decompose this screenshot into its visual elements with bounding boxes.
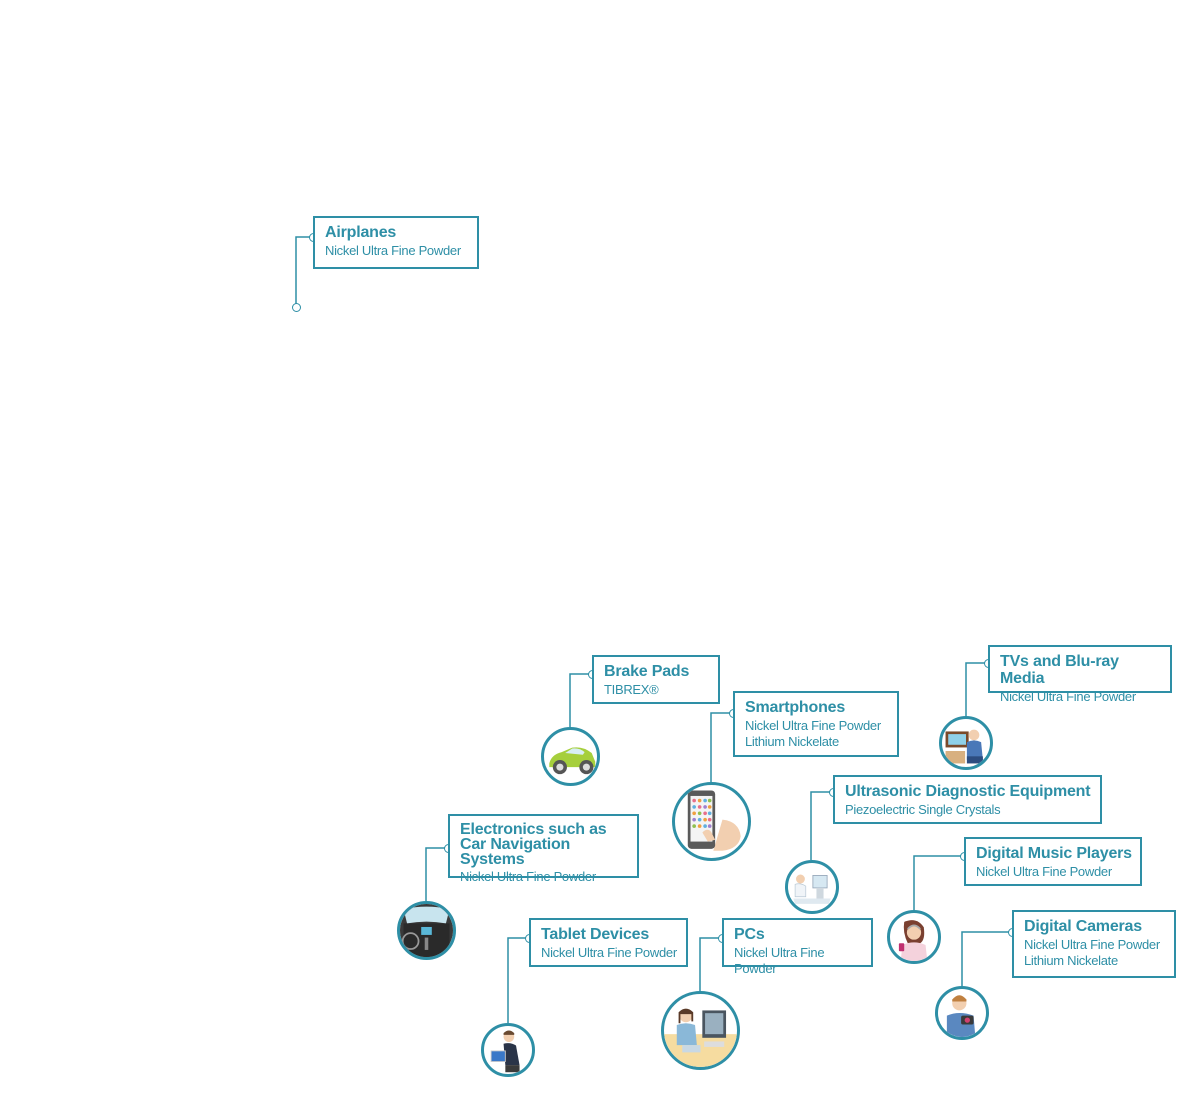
- airplanes-endpoint-dot: [292, 303, 301, 312]
- tablets-title: Tablet Devices: [541, 926, 650, 943]
- tv-viewer-icon: [939, 716, 993, 770]
- tablets-product-1: Nickel Ultra Fine Powder: [541, 945, 677, 960]
- ultrasound-icon: [785, 860, 839, 914]
- pc-user-icon: [661, 991, 740, 1070]
- pcs-product-1: Nickel Ultra Fine Powder: [734, 945, 825, 976]
- smartphones-label: Smartphones Nickel Ultra Fine Powder Lit…: [733, 691, 899, 757]
- tablet-user-icon: [481, 1023, 535, 1077]
- music-players-label: Digital Music Players Nickel Ultra Fine …: [964, 837, 1142, 886]
- car-dashboard-icon: [397, 901, 456, 960]
- music-players-product-1: Nickel Ultra Fine Powder: [976, 864, 1112, 879]
- ultrasonic-title: Ultrasonic Diagnostic Equipment: [845, 783, 1091, 800]
- electronics-product-1: Nickel Ultra Fine Powder: [460, 869, 596, 884]
- music-players-title: Digital Music Players: [976, 845, 1132, 862]
- brake-pads-title: Brake Pads: [604, 663, 690, 680]
- airplanes-title: Airplanes: [325, 224, 397, 241]
- car-icon: [541, 727, 600, 786]
- electronics-title: Electronics such as Car Navigation Syste…: [460, 821, 607, 868]
- airplanes-product-1: Nickel Ultra Fine Powder: [325, 243, 461, 258]
- camera-user-icon: [935, 986, 989, 1040]
- smartphones-title: Smartphones: [745, 699, 846, 716]
- pcs-title: PCs: [734, 926, 765, 943]
- tvs-label: TVs and Blu-ray Media Nickel Ultra Fine …: [988, 645, 1172, 704]
- ultrasonic-product-1: Piezoelectric Single Crystals: [845, 802, 1001, 817]
- ultrasonic-label: Ultrasonic Diagnostic Equipment Piezoele…: [833, 775, 1102, 824]
- tablets-label: Tablet Devices Nickel Ultra Fine Powder: [529, 918, 688, 967]
- airplanes-label: Airplanes Nickel Ultra Fine Powder: [313, 216, 479, 269]
- electronics-label: Electronics such as Car Navigation Syste…: [448, 814, 639, 884]
- cameras-label: Digital Cameras Nickel Ultra Fine Powder…: [1012, 910, 1176, 978]
- music-player-icon: [887, 910, 941, 964]
- pcs-label: PCs Nickel Ultra Fine Powder: [722, 918, 873, 976]
- tvs-title: TVs and Blu-ray Media: [1000, 653, 1119, 687]
- smartphones-product-1: Nickel Ultra Fine Powder: [745, 718, 881, 733]
- tvs-product-1: Nickel Ultra Fine Powder: [1000, 689, 1136, 704]
- smartphone-icon: [672, 782, 751, 861]
- cameras-product-2: Lithium Nickelate: [1024, 953, 1118, 968]
- cameras-product-1: Nickel Ultra Fine Powder: [1024, 937, 1160, 952]
- cameras-title: Digital Cameras: [1024, 918, 1142, 935]
- smartphones-product-2: Lithium Nickelate: [745, 734, 839, 749]
- brake-pads-label: Brake Pads TIBREX®: [592, 655, 720, 704]
- brake-pads-product-1: TIBREX®: [604, 682, 659, 697]
